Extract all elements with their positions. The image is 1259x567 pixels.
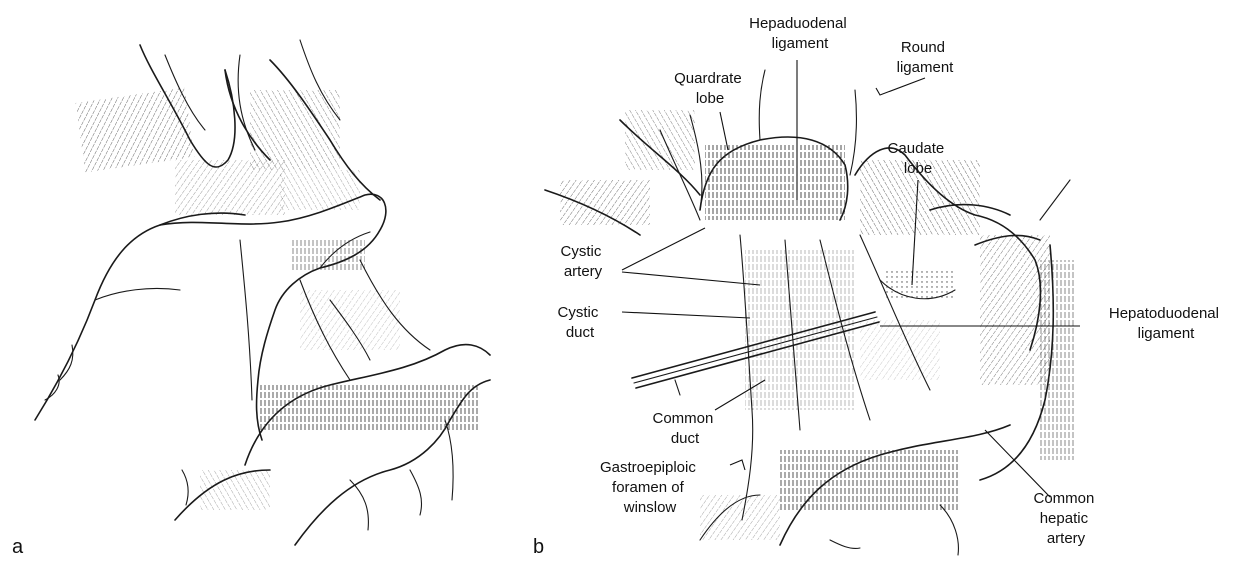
leader-lines [621,60,1080,498]
label-gastroepiploic-foramen: Gastroepiploic foramen of winslow [600,459,700,516]
panel-a-drawing [34,39,491,546]
label-hepatoduodenal-ligament: Hepatoduodenal ligament [1109,305,1223,342]
label-hepaduodenal-ligament: Hepaduodenal ligament [749,15,851,52]
label-common-duct: Common duct [652,410,717,447]
label-cystic-artery: Cystic artery [560,243,605,280]
label-cystic-duct: Cystic duct [557,304,602,341]
label-common-hepatic-artery: Common hepatic artery [1033,490,1098,547]
label-quardrate-lobe: Quardrate lobe [674,70,746,107]
label-caudate-lobe: Caudate lobe [888,140,949,177]
panel-b-drawing [544,69,1075,556]
panel-label-a: a [12,536,24,558]
label-round-ligament: Round ligament [897,39,955,76]
panel-label-b: b [533,536,544,558]
